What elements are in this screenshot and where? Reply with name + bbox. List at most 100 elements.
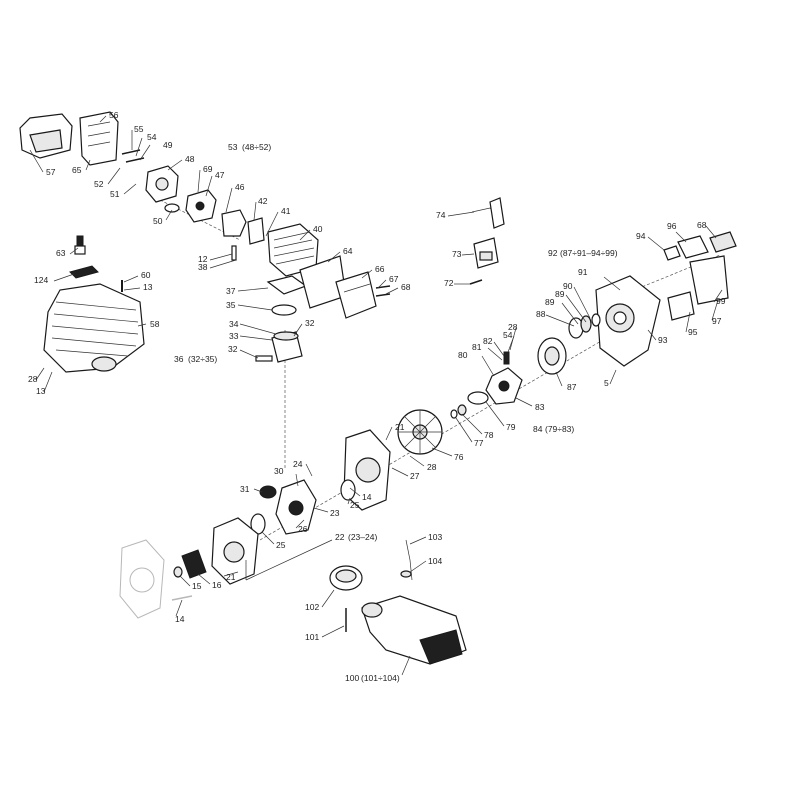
label-78: 78 bbox=[484, 430, 494, 440]
bracket-97 bbox=[689, 255, 729, 305]
label-100: 100 bbox=[345, 673, 359, 683]
label-84-group: (79÷83) bbox=[545, 424, 574, 434]
piston-pin-33 bbox=[255, 355, 273, 362]
needle-bearing-31 bbox=[259, 485, 277, 499]
label-97: 97 bbox=[712, 316, 722, 326]
label-82: 82 bbox=[483, 336, 493, 346]
clutch-housing-91 bbox=[595, 275, 661, 367]
label-84: 84 bbox=[533, 424, 543, 434]
carburetor-47 bbox=[185, 189, 217, 223]
base-gasket-37 bbox=[266, 275, 308, 295]
crankcase-half-21b bbox=[211, 517, 259, 585]
label-33: 33 bbox=[229, 331, 239, 341]
label-34: 34 bbox=[229, 319, 239, 329]
label-38: 38 bbox=[198, 262, 208, 272]
label-60: 60 bbox=[141, 270, 151, 280]
label-36-group: (32÷35) bbox=[188, 354, 217, 364]
label-87: 87 bbox=[567, 382, 577, 392]
label-53-group: (48÷52) bbox=[242, 142, 271, 152]
label-57: 57 bbox=[46, 167, 56, 177]
label-15: 15 bbox=[192, 581, 202, 591]
label-31: 31 bbox=[240, 484, 250, 494]
label-35: 35 bbox=[226, 300, 236, 310]
cylinder-40 bbox=[267, 223, 319, 277]
label-74: 74 bbox=[436, 210, 446, 220]
ring-35 bbox=[271, 304, 297, 316]
label-22: 22 bbox=[335, 532, 345, 542]
label-54: 54 bbox=[147, 132, 157, 142]
label-81: 81 bbox=[472, 342, 482, 352]
label-99: 99 bbox=[716, 296, 726, 306]
label-32: 32 bbox=[228, 344, 238, 354]
label-88: 88 bbox=[536, 309, 546, 319]
label-67: 67 bbox=[389, 274, 399, 284]
label-5: 5 bbox=[604, 378, 609, 388]
label-28: 28 bbox=[28, 374, 38, 384]
label-14: 14 bbox=[175, 614, 185, 624]
bearing-25a bbox=[340, 479, 356, 501]
nuts-77-78 bbox=[450, 404, 467, 419]
label-24: 24 bbox=[293, 459, 303, 469]
label-54: 54 bbox=[503, 330, 513, 340]
starter-14-faint bbox=[119, 539, 193, 619]
screws-54-55 bbox=[121, 149, 145, 163]
label-23: 23 bbox=[330, 508, 340, 518]
label-104: 104 bbox=[428, 556, 442, 566]
gasket-42 bbox=[247, 217, 265, 245]
label-89: 89 bbox=[545, 297, 555, 307]
label-95: 95 bbox=[688, 327, 698, 337]
label-21: 21 bbox=[226, 572, 236, 582]
label-91: 91 bbox=[578, 267, 588, 277]
seal-16 bbox=[181, 549, 207, 579]
label-32: 32 bbox=[305, 318, 315, 328]
crankshaft-26 bbox=[275, 479, 317, 535]
leader-lines bbox=[29, 115, 723, 676]
label-66: 66 bbox=[375, 264, 385, 274]
fuel-cap-102 bbox=[329, 565, 363, 591]
label-90: 90 bbox=[563, 281, 573, 291]
label-64: 64 bbox=[343, 246, 353, 256]
label-76: 76 bbox=[454, 452, 464, 462]
tube-clamp-96 bbox=[677, 231, 737, 259]
label-56: 56 bbox=[109, 110, 119, 120]
label-83: 83 bbox=[535, 402, 545, 412]
label-92: 92 bbox=[548, 248, 558, 258]
bushing-94 bbox=[663, 245, 681, 261]
label-63: 63 bbox=[56, 248, 66, 258]
label-25: 25 bbox=[350, 500, 360, 510]
washer-79 bbox=[467, 391, 489, 405]
label-22-group: (23–24) bbox=[348, 532, 377, 542]
label-47: 47 bbox=[215, 170, 225, 180]
label-28: 28 bbox=[508, 322, 518, 332]
callout-labels: 56 55 54 49 57 65 52 51 48 53 (48÷52) 69… bbox=[28, 110, 726, 683]
label-26: 26 bbox=[298, 524, 308, 534]
clutch-drum-87 bbox=[537, 337, 567, 375]
fuel-grommet-104 bbox=[400, 570, 412, 578]
label-28: 28 bbox=[427, 462, 437, 472]
nut-15 bbox=[173, 566, 183, 578]
flywheel-76 bbox=[397, 409, 443, 455]
label-77: 77 bbox=[474, 438, 484, 448]
label-58: 58 bbox=[150, 319, 160, 329]
label-100-group: (101÷104) bbox=[361, 673, 400, 683]
label-27: 27 bbox=[410, 471, 420, 481]
label-13: 13 bbox=[36, 386, 46, 396]
label-12: 12 bbox=[198, 254, 208, 264]
ignition-coil-73 bbox=[473, 237, 499, 269]
label-124: 124 bbox=[34, 275, 48, 285]
clutch-shoes-80-83 bbox=[485, 351, 523, 405]
label-13: 13 bbox=[143, 282, 153, 292]
label-21: 21 bbox=[395, 422, 405, 432]
label-68: 68 bbox=[401, 282, 411, 292]
label-53: 53 bbox=[228, 142, 238, 152]
label-101: 101 bbox=[305, 632, 319, 642]
fuel-tank-100 bbox=[361, 595, 467, 665]
label-68: 68 bbox=[697, 220, 707, 230]
label-14: 14 bbox=[362, 492, 372, 502]
label-48: 48 bbox=[185, 154, 195, 164]
label-94: 94 bbox=[636, 231, 646, 241]
intake-46 bbox=[221, 209, 247, 237]
label-72: 72 bbox=[444, 278, 454, 288]
label-41: 41 bbox=[281, 206, 291, 216]
